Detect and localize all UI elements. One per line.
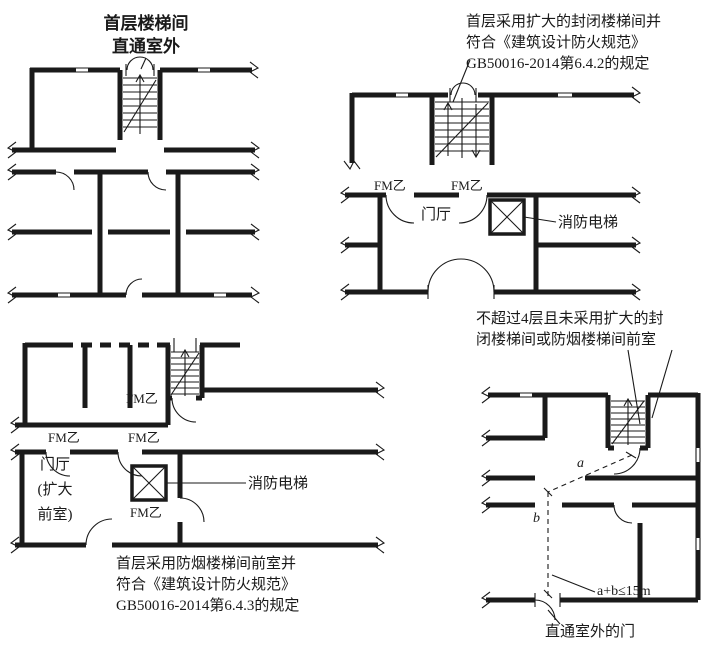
window-symbol: [396, 92, 572, 98]
window-symbol: [695, 448, 701, 550]
door-swing: [449, 82, 477, 102]
door-swing: [125, 278, 143, 296]
break-mark: [9, 381, 386, 554]
door-swing: [173, 338, 197, 352]
plan3-note: 首层采用防烟楼梯间前室并 符合《建筑设计防火规范》 GB50016-2014第6…: [116, 556, 300, 614]
fire-door-label: FM乙: [374, 178, 406, 193]
fire-elevator-icon: [488, 198, 526, 236]
fire-elevator-icon: [130, 464, 168, 502]
plan1-title: 首层楼梯间 直通室外: [103, 14, 189, 56]
door-swing: [55, 171, 167, 191]
door-swing: [613, 447, 641, 475]
plan2-floor-plan: [339, 59, 642, 301]
leader-line: [140, 57, 147, 70]
plan2-note: 首层采用扩大的封闭楼梯间并 符合《建筑设计防火规范》 GB50016-2014第…: [466, 14, 662, 72]
distance-rule-label: a+b≤15m: [597, 584, 651, 599]
door-swing: [385, 194, 488, 224]
door-swing: [171, 397, 197, 423]
break-mark: [343, 159, 361, 171]
fire-door-label: FM乙: [130, 505, 162, 520]
exit-door-label: 直通室外的门: [545, 624, 636, 640]
leader-line: [627, 349, 673, 425]
fire-door-label: FM乙: [48, 430, 80, 445]
dim-a-label: a: [577, 456, 584, 471]
fire-door-label: FM乙: [128, 430, 160, 445]
door-swing: [534, 593, 561, 621]
leader-line: [547, 574, 596, 625]
window-symbol: [58, 292, 226, 298]
window-symbol: [520, 392, 532, 398]
dim-b-label: b: [533, 511, 540, 526]
door-swing: [427, 258, 495, 299]
door-swing: [85, 518, 113, 546]
break-mark: [6, 61, 261, 304]
fire-elevator-label: 消防电梯: [248, 476, 309, 492]
break-mark: [339, 86, 642, 301]
door-swing: [45, 451, 143, 477]
plan4-note: 不超过4层且未采用扩大的封 闭楼梯间或防烟楼梯间前室: [476, 311, 664, 348]
door-swing: [179, 497, 205, 523]
break-mark: [480, 386, 492, 609]
stair-icon: [170, 348, 200, 396]
fire-door-label: FM乙: [126, 391, 158, 406]
plan4-floor-plan: [480, 349, 701, 625]
door-swing: [613, 504, 633, 524]
door-swing: [125, 56, 155, 76]
leader-line: [523, 216, 557, 223]
leader-line: [452, 59, 471, 103]
enlarged-lobby-label: 门厅 (扩大 前室): [37, 457, 73, 523]
plan3-floor-plan: [9, 338, 386, 554]
plan1-floor-plan: [6, 56, 261, 304]
travel-distance-lines: [543, 451, 637, 599]
stair-icon: [611, 397, 645, 445]
fire-elevator-label: 消防电梯: [558, 215, 619, 231]
fire-door-label: FM乙: [451, 178, 483, 193]
lobby-label: 门厅: [421, 207, 452, 223]
stair-icon: [435, 98, 489, 159]
stair-icon: [123, 73, 157, 134]
window-symbol: [76, 67, 210, 73]
